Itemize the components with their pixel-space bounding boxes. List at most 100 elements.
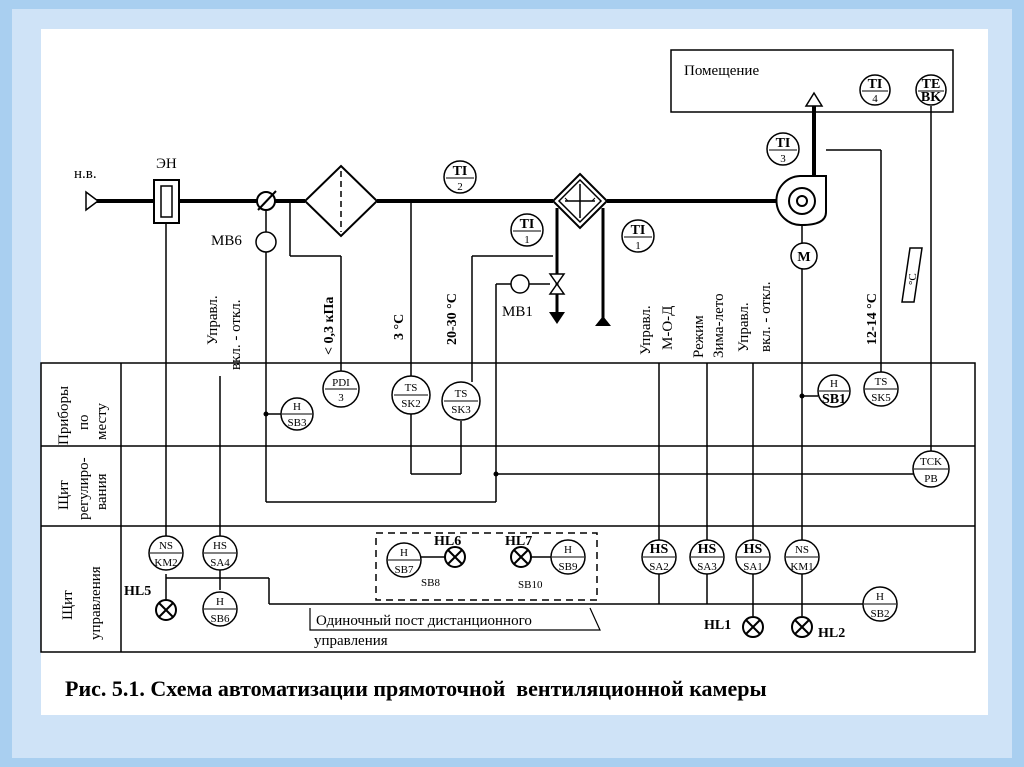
svg-text:TI: TI	[520, 217, 535, 232]
lamp-hl1-icon: HL1	[704, 616, 764, 638]
svg-text:2: 2	[457, 181, 463, 193]
svg-text:SB10: SB10	[518, 579, 543, 591]
instrument-h-sb3: H SB3	[280, 397, 314, 431]
svg-text:Зима-лето: Зима-лето	[711, 293, 727, 358]
control-h-sb6[interactable]: H SB6	[202, 591, 238, 627]
svg-text:TI: TI	[453, 164, 468, 179]
svg-text:PDI: PDI	[332, 377, 350, 389]
instrument-tck-pb: TCK PB	[912, 450, 950, 488]
svg-text:Щит: Щит	[56, 480, 72, 510]
sensor-ti1-left: TI 1	[510, 213, 544, 247]
damper-mb6: МВ6	[211, 190, 277, 253]
svg-text:NS: NS	[795, 544, 809, 556]
svg-text:управления: управления	[314, 633, 388, 649]
svg-text:PB: PB	[924, 473, 937, 485]
svg-text:12-14 °C: 12-14 °C	[865, 293, 880, 345]
svg-text:TE: TE	[922, 77, 941, 92]
svg-text:BK: BK	[921, 90, 941, 105]
svg-text:месту: месту	[94, 402, 110, 440]
sensor-ti1-right: TI 1	[621, 219, 655, 253]
svg-text:HL1: HL1	[704, 618, 731, 633]
main-duct	[96, 104, 816, 203]
control-hs-sa1[interactable]: HS SA1	[735, 539, 771, 575]
svg-text:SB6: SB6	[211, 613, 230, 625]
lamp-hl5-icon: HL5	[124, 584, 177, 621]
svg-text:Управл.: Управл.	[205, 295, 221, 345]
svg-text:МВ6: МВ6	[211, 233, 242, 249]
svg-text:HS: HS	[698, 542, 717, 557]
svg-text:SB8: SB8	[421, 577, 440, 589]
row-label-shchit-regulirovaniya: Щит регулиро- вания	[56, 457, 110, 520]
svg-text:Режим: Режим	[691, 315, 707, 358]
row-label-shchit-upravleniya: Щит управления	[60, 566, 104, 640]
control-hs-sa2[interactable]: HS SA2	[641, 539, 677, 575]
svg-text:1: 1	[524, 234, 530, 246]
control-hs-sa3[interactable]: HS SA3	[689, 539, 725, 575]
svg-text:NS: NS	[159, 540, 173, 552]
svg-text:KM1: KM1	[790, 561, 813, 573]
svg-text:°C: °C	[907, 273, 919, 285]
control-h-sb2[interactable]: H SB2	[862, 586, 898, 622]
svg-text:TS: TS	[875, 376, 888, 388]
svg-text:TI: TI	[868, 77, 883, 92]
svg-text:TCK: TCK	[920, 456, 942, 468]
instrument-h-sb1: H SB1	[817, 374, 851, 408]
instrument-ts-sk3: TS SK3	[441, 381, 481, 421]
lamp-hl7-icon	[510, 546, 532, 568]
instrument-ts-sk5: TS SK5	[863, 371, 899, 407]
svg-text:20-30 °C: 20-30 °C	[445, 293, 460, 345]
electric-heater-en: ЭН	[153, 156, 180, 224]
control-hs-sa4[interactable]: HS SA4	[202, 535, 238, 571]
svg-text:HS: HS	[744, 542, 763, 557]
svg-text:SK3: SK3	[451, 404, 471, 416]
lamp-hl2-icon: HL2	[791, 616, 845, 641]
svg-text:TI: TI	[776, 136, 791, 151]
control-ns-km2: NS KM2	[148, 535, 184, 571]
inlet-arrow-icon: н.в.	[74, 166, 100, 212]
control-ns-km1: NS KM1	[784, 539, 820, 575]
panel-frame	[40, 362, 976, 653]
svg-text:3: 3	[780, 153, 786, 165]
svg-text:Управл.: Управл.	[638, 305, 654, 355]
svg-text:SB1: SB1	[822, 392, 846, 407]
setpoint-parallelogram: °C	[901, 247, 923, 303]
svg-text:SB3: SB3	[288, 417, 307, 429]
junction-dots	[263, 393, 805, 477]
sensor-ti4: TI 4	[859, 74, 891, 106]
valve-mb1: МВ1	[502, 273, 611, 326]
svg-text:SK5: SK5	[871, 392, 891, 404]
svg-text:н.в.: н.в.	[74, 166, 97, 182]
svg-text:TI: TI	[631, 223, 646, 238]
svg-text:HL5: HL5	[124, 584, 151, 599]
svg-text:Приборы: Приборы	[56, 386, 72, 445]
svg-text:SA3: SA3	[697, 561, 717, 573]
svg-text:H: H	[293, 401, 301, 413]
remote-post-callout: Одиночный пост дистанционного управления	[309, 607, 601, 649]
svg-text:H: H	[564, 544, 572, 556]
svg-text:KM2: KM2	[154, 557, 177, 569]
sensor-ti2: TI 2	[443, 160, 477, 194]
svg-text:TS: TS	[405, 382, 418, 394]
svg-text:H: H	[830, 378, 838, 390]
svg-text:< 0,3 кПа: < 0,3 кПа	[322, 297, 337, 355]
room-label: Помещение	[684, 63, 759, 79]
svg-text:М-О-Д: М-О-Д	[660, 306, 676, 350]
fan-icon	[775, 175, 827, 243]
svg-text:H: H	[876, 591, 884, 603]
svg-text:HL2: HL2	[818, 626, 845, 641]
diagram-paper	[41, 29, 988, 715]
svg-text:HL7: HL7	[505, 534, 532, 549]
svg-text:МВ1: МВ1	[502, 304, 533, 320]
fan-motor-m: M	[790, 242, 818, 270]
heat-exchanger-icon	[551, 172, 609, 230]
svg-text:SB7: SB7	[395, 564, 414, 576]
svg-text:1: 1	[635, 240, 641, 252]
control-wiring	[165, 556, 885, 616]
svg-text:HL6: HL6	[434, 534, 461, 549]
sensor-te-bk: TE BK	[915, 74, 947, 106]
svg-text:SB9: SB9	[559, 561, 578, 573]
rotated-labels: Управл. вкл. - откл. < 0,3 кПа 3 °C 20-3…	[205, 282, 880, 370]
svg-text:Управл.: Управл.	[736, 302, 752, 352]
instrument-ts-sk2: TS SK2	[391, 375, 431, 415]
svg-text:вкл. - откл.: вкл. - откл.	[228, 300, 244, 370]
